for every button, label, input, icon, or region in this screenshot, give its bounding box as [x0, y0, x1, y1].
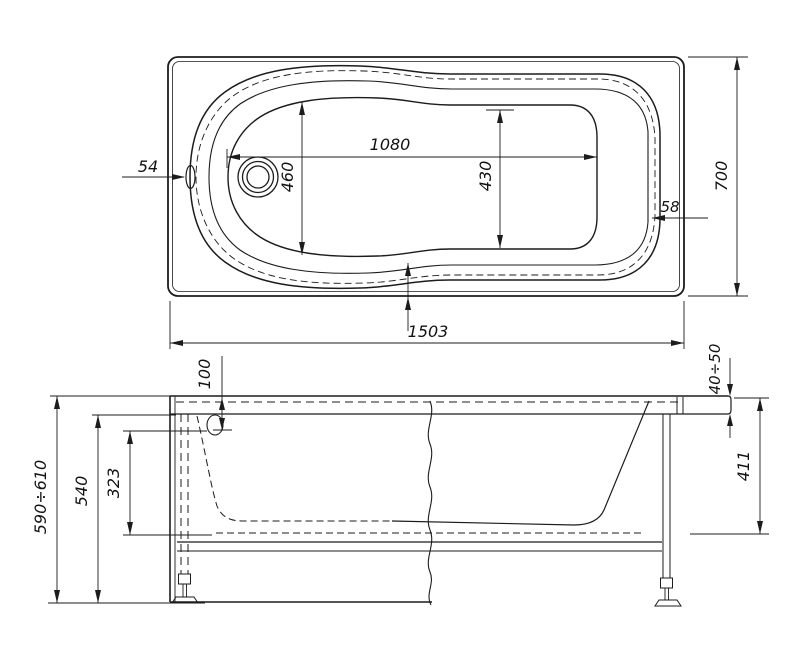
- dim-overall-width: 700: [688, 56, 748, 297]
- dim-rim-edge-height: 40÷50: [706, 344, 733, 438]
- drain-icon: [237, 156, 279, 198]
- rim-band: [170, 395, 732, 415]
- overflow-mark-plan: [185, 164, 196, 190]
- dim-overflow-depth: 100: [195, 356, 232, 431]
- break-line: [427, 400, 433, 606]
- dim-overall-height: 590÷610: [31, 395, 205, 604]
- dim-foot-inner-width-label: 430: [476, 161, 495, 192]
- end-panel: [169, 396, 432, 603]
- dim-inner-depth: 323: [104, 430, 212, 536]
- dim-inner-length-label: 1080: [370, 135, 411, 154]
- dim-foot-inner-width: 430: [476, 109, 514, 248]
- dim-body-height-label: 540: [72, 476, 91, 507]
- frame-rails: [177, 541, 662, 552]
- dim-head-inner-width: 460: [278, 102, 305, 255]
- tub-outer-rect: [167, 56, 685, 297]
- dim-inner-length: 1080: [226, 135, 598, 183]
- left-leg: [171, 414, 199, 604]
- dim-overflow-offset-label: 54: [138, 157, 158, 176]
- dim-frame-height: 411: [690, 397, 769, 535]
- dim-frame-height-label: 411: [734, 451, 753, 482]
- top-view: 54 460 1080 430: [122, 56, 748, 349]
- dim-side-gap: 58: [652, 198, 708, 224]
- right-leg: [654, 414, 682, 607]
- dim-inner-depth-label: 323: [104, 468, 123, 499]
- tub-rim-contour: [189, 64, 661, 290]
- dim-overall-height-label: 590÷610: [31, 460, 50, 534]
- tub-mid-contour: [208, 80, 649, 274]
- dim-body-height: 540: [72, 414, 176, 603]
- dim-rim-edge-height-label: 40÷50: [706, 344, 724, 395]
- dim-overflow-offset: 54: [122, 157, 185, 180]
- tub-basin-contour: [227, 96, 598, 258]
- dim-head-inner-width-label: 460: [278, 162, 297, 193]
- tub-profile-visible: [391, 400, 650, 526]
- tub-profile-hidden: [196, 415, 643, 534]
- dim-overall-length-label: 1503: [408, 322, 449, 341]
- dim-overall-length: 1503: [169, 301, 685, 349]
- bottom-edge-leader: [405, 263, 411, 331]
- dim-overflow-depth-label: 100: [195, 359, 214, 390]
- side-view: 100 40÷50 411 590÷610: [31, 344, 769, 607]
- dim-overall-width-label: 700: [712, 161, 731, 192]
- dim-side-gap-label: 58: [660, 198, 679, 216]
